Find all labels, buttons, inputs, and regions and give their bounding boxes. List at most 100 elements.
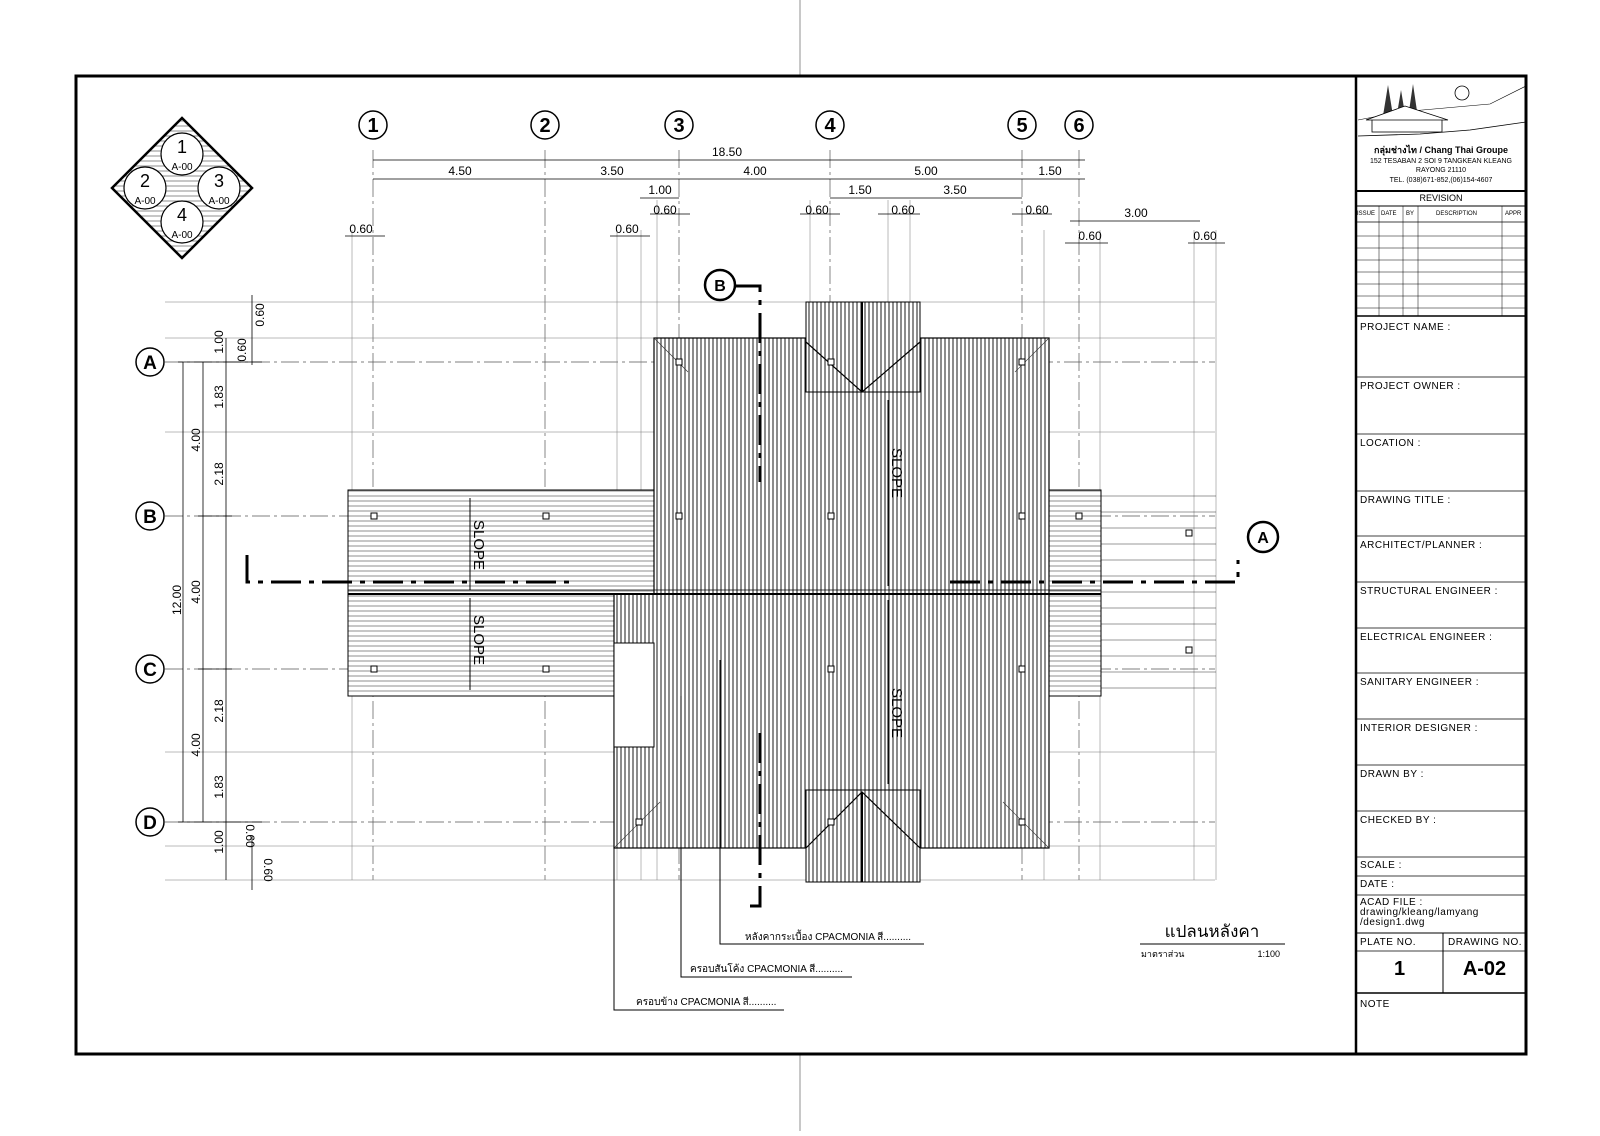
section-marker-b: B — [703, 268, 737, 302]
dimension-value: 4.00 — [189, 733, 203, 757]
grid-label: 3 — [673, 115, 684, 137]
dimension-value: 1.00 — [212, 830, 226, 854]
grid-label: D — [143, 813, 157, 834]
key-plan-number: 2 — [140, 171, 150, 191]
dimension-value: 3.00 — [1124, 206, 1148, 220]
revision-col: DATE — [1381, 211, 1397, 217]
dimension-value: 0.60 — [1078, 229, 1102, 243]
location-field: LOCATION : — [1360, 438, 1421, 449]
acad-file-path: /design1.dwg — [1360, 917, 1425, 928]
company-name-thai: กลุ่มช่างไท — [1374, 145, 1417, 155]
grid-label: 2 — [539, 115, 550, 137]
checked-by-field: CHECKED BY : — [1360, 815, 1437, 826]
dimension-value: 0.60 — [243, 824, 257, 848]
company-address: 152 TESABAN 2 SOI 9 TANGKEAN KLEANG — [1369, 158, 1512, 165]
left-dimension-lines — [178, 295, 262, 890]
dimension-value: 2.18 — [212, 462, 226, 486]
dimension-value: 0.60 — [253, 303, 267, 327]
plate-no-label: PLATE NO. — [1360, 937, 1416, 948]
revision-title: REVISION — [1419, 193, 1463, 203]
architect-field: ARCHITECT/PLANNER : — [1360, 540, 1483, 551]
grid-label: C — [143, 660, 157, 681]
grid-label: 5 — [1016, 115, 1027, 137]
grid-label: A — [143, 353, 157, 374]
note-leaders — [613, 660, 924, 1011]
top-dimension-text: 18.50 4.50 3.50 4.00 5.00 1.50 1.00 1.50… — [349, 145, 1217, 243]
dimension-value: 2.18 — [212, 699, 226, 723]
dimension-value: 0.60 — [1193, 229, 1217, 243]
dimension-value: 12.00 — [170, 585, 184, 615]
dimension-value: 4.50 — [448, 164, 472, 178]
title-block-lines — [1356, 190, 1526, 994]
scale-label: มาตราส่วน — [1141, 949, 1184, 959]
drawing-title-field: DRAWING TITLE : — [1360, 495, 1451, 506]
grid-label: 6 — [1073, 115, 1084, 137]
project-name-field: PROJECT NAME : — [1360, 322, 1451, 333]
key-plan-number: 4 — [177, 205, 187, 225]
title-block: กลุ่มช่างไท / Chang Thai Groupe 152 TESA… — [1356, 76, 1526, 1054]
sheet-border — [74, 74, 1528, 1056]
drawing-no-label: DRAWING NO. — [1448, 937, 1523, 948]
drawn-by-field: DRAWN BY : — [1360, 769, 1424, 780]
column-posts — [370, 358, 1193, 826]
company-phone: TEL. (038)671-852,(06)154-4607 — [1389, 177, 1493, 184]
scale-field: SCALE : — [1360, 860, 1402, 871]
key-plan-ref: A-00 — [134, 196, 156, 207]
dimension-value: 4.00 — [189, 428, 203, 452]
revision-col: DESCRIPTION — [1436, 211, 1478, 217]
revision-col: APPR — [1505, 211, 1522, 217]
section-cut-lines — [245, 284, 1240, 908]
dimension-value: 1.50 — [1038, 164, 1062, 178]
grid-label: 1 — [367, 115, 378, 137]
dimension-value: 0.60 — [261, 858, 275, 882]
key-plan-ref: A-00 — [208, 196, 230, 207]
acad-file-field: ACAD FILE : drawing/kleang/lamyang /desi… — [1360, 898, 1479, 928]
drawing-number: A-02 — [1462, 958, 1507, 980]
project-owner-field: PROJECT OWNER : — [1360, 381, 1461, 392]
acad-file-path: drawing/kleang/lamyang — [1360, 907, 1479, 918]
west-wing-roof-north — [347, 489, 656, 595]
dimension-value: 0.60 — [235, 338, 249, 362]
dimension-value: 3.50 — [600, 164, 624, 178]
key-plan-number: 1 — [177, 137, 187, 157]
key-plan: 1 A-00 2 A-00 3 A-00 4 A-00 — [110, 116, 254, 260]
ridge-cap-note: ครอบสันโค้ง CPACMONIA สี.......... — [690, 962, 843, 975]
roof-notch — [613, 642, 655, 748]
dimension-value: 1.83 — [212, 775, 226, 799]
dimension-value: 1.00 — [648, 183, 672, 197]
column-grid-bubbles: 1 2 3 4 5 6 — [358, 110, 1094, 140]
plate-number: 1 — [1393, 958, 1406, 980]
dimension-value: 1.00 — [212, 330, 226, 354]
structural-engineer-field: STRUCTURAL ENGINEER : — [1360, 586, 1498, 597]
plan-title: แปลนหลังคา — [1165, 922, 1260, 941]
dimension-value: 0.60 — [349, 222, 373, 236]
note-field: NOTE — [1360, 999, 1390, 1010]
company-name-en: / Chang Thai Groupe — [1419, 145, 1508, 155]
dimension-value: 0.60 — [615, 222, 639, 236]
sanitary-engineer-field: SANITARY ENGINEER : — [1360, 677, 1479, 688]
slope-label: SLOPE — [470, 520, 487, 570]
grid-label: B — [143, 507, 157, 528]
dimension-value: 18.50 — [712, 145, 742, 159]
slope-label: SLOPE — [888, 448, 905, 498]
slope-arrows — [469, 400, 889, 784]
left-dimension-text: 12.00 4.00 4.00 4.00 1.00 1.83 2.18 2.18… — [170, 303, 275, 882]
scale-value: 1:100 — [1257, 949, 1280, 959]
dimension-value: 0.60 — [1025, 203, 1049, 217]
acad-file-label: ACAD FILE : — [1360, 897, 1423, 908]
dimension-value: 0.60 — [653, 203, 677, 217]
revision-col: ISSUE — [1357, 211, 1376, 217]
electrical-engineer-field: ELECTRICAL ENGINEER : — [1360, 632, 1493, 643]
interior-designer-field: INTERIOR DESIGNER : — [1360, 723, 1478, 734]
dimension-value: 4.00 — [743, 164, 767, 178]
dimension-value: 0.60 — [891, 203, 915, 217]
dimension-value: 4.00 — [189, 580, 203, 604]
key-plan-ref: A-00 — [171, 230, 193, 241]
section-a-label: A — [1257, 530, 1269, 547]
grid-label: 4 — [824, 115, 836, 137]
slope-label: SLOPE — [888, 688, 905, 738]
west-wing-roof-south — [347, 593, 656, 697]
company-name: กลุ่มช่างไท / Chang Thai Groupe — [1356, 143, 1526, 157]
